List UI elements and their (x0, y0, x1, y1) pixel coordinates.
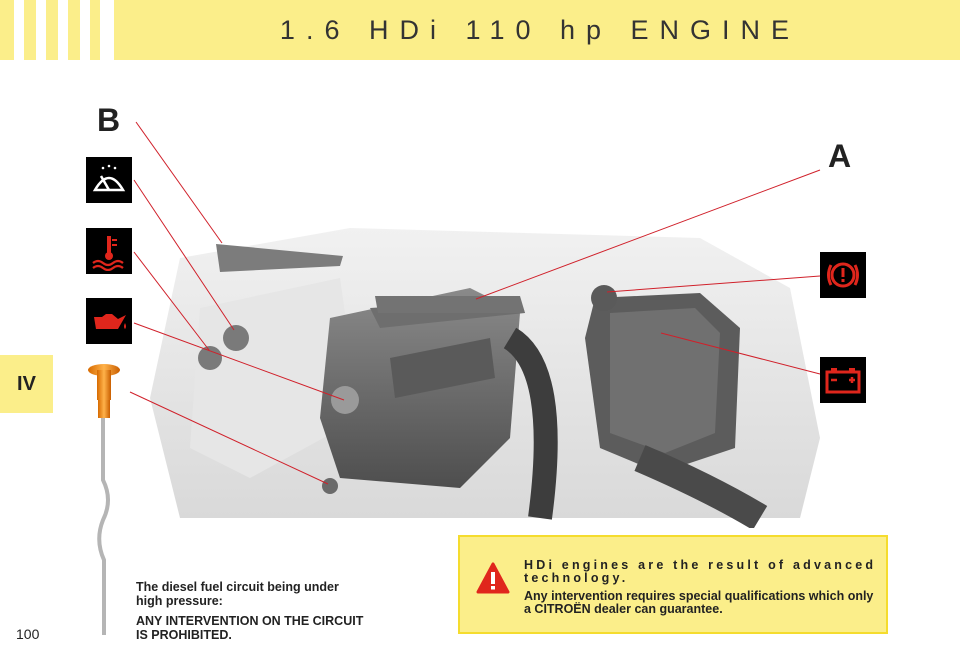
page-number: 100 (16, 626, 40, 642)
warning-box: HDi engines are the result of advanced t… (458, 535, 888, 634)
header-stripe (80, 0, 90, 60)
fuel-circuit-note: The diesel fuel circuit being under high… (136, 580, 366, 648)
header-stripe (100, 0, 114, 60)
note-line-1: The diesel fuel circuit being under high… (136, 580, 339, 608)
chapter-tab: IV (0, 355, 53, 413)
label-a: A (828, 138, 852, 174)
page-title: 1.6 HDi 110 hp ENGINE (279, 14, 801, 45)
label-b: B (97, 102, 121, 138)
cover-part (216, 244, 343, 272)
header-stripe (14, 0, 24, 60)
oil-level-icon (86, 298, 132, 344)
warning-text: HDi engines are the result of advanced t… (524, 559, 880, 621)
battery-icon (820, 357, 866, 403)
note-line-2: ANY INTERVENTION ON THE CIRCUIT IS PROHI… (136, 614, 364, 642)
coolant-temperature-icon (86, 228, 132, 274)
warning-triangle-icon (476, 562, 510, 594)
header-band: 1.6 HDi 110 hp ENGINE (0, 0, 960, 60)
warning-line-1: HDi engines are the result of advanced t… (524, 558, 877, 585)
header-stripe (36, 0, 46, 60)
dipstick (88, 364, 120, 635)
brake-fluid-icon (820, 252, 866, 298)
header-stripe (58, 0, 68, 60)
warning-line-2: Any intervention requires special qualif… (524, 589, 874, 616)
washer-fluid-icon (86, 157, 132, 203)
